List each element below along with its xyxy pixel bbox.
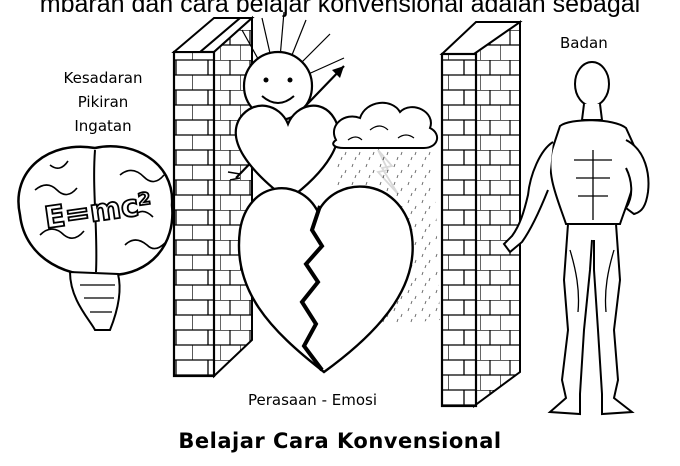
right-brick-wall xyxy=(442,22,520,406)
emotion-label: Perasaan - Emosi xyxy=(248,391,377,409)
bottom-caption: Belajar Cara Konvensional xyxy=(0,429,680,453)
top-caption-text: mbaran dan cara belajar konvensional ada… xyxy=(0,0,680,19)
mind-label-thoughts: Pikiran xyxy=(28,90,178,114)
mind-label-consciousness: Kesadaran xyxy=(28,66,178,90)
left-brick-wall xyxy=(174,18,252,376)
human-body-drawing xyxy=(504,62,648,414)
mind-label-memory: Ingatan xyxy=(28,114,178,138)
sun-drawing xyxy=(242,12,344,120)
body-label: Badan xyxy=(560,34,608,52)
broken-heart-drawing xyxy=(239,187,413,372)
mind-label: Kesadaran Pikiran Ingatan xyxy=(28,66,178,138)
brain-drawing xyxy=(18,146,172,330)
